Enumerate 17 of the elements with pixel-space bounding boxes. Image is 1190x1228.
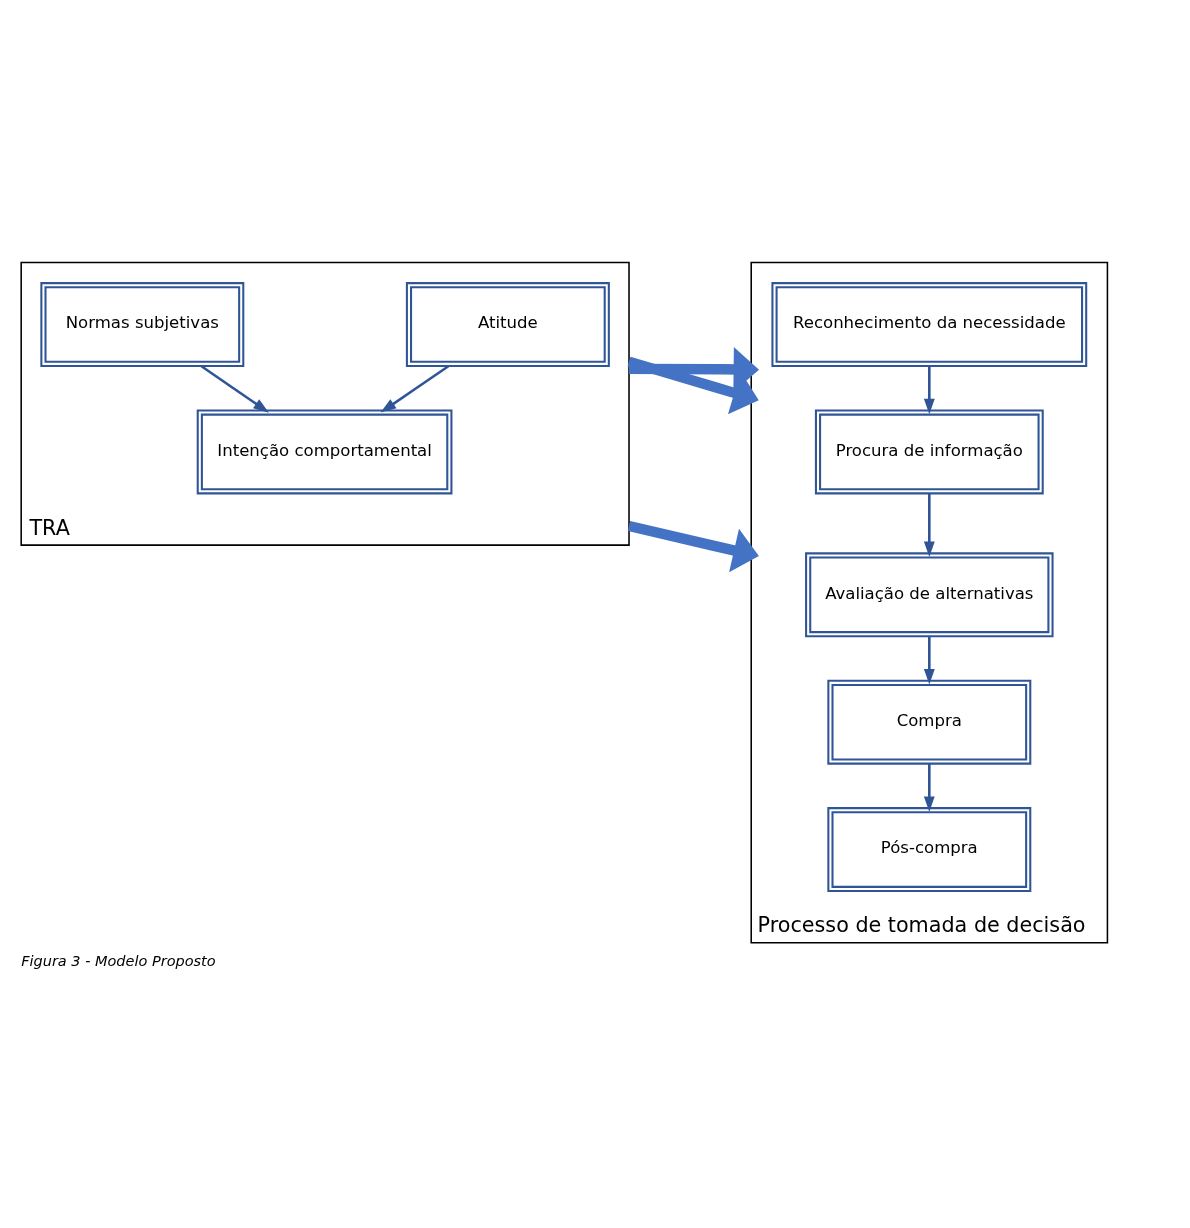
node-box: Atitude <box>405 281 610 367</box>
node-box: Pós-compra <box>827 806 1032 892</box>
arrow <box>923 636 935 685</box>
caption: Figura 3 - Modelo Proposto <box>21 952 216 969</box>
node-box: Reconhecimento da necessidade <box>771 281 1088 367</box>
arrow <box>627 356 759 414</box>
arrow <box>923 365 935 414</box>
arrow <box>923 763 935 812</box>
arrow <box>627 520 759 572</box>
arrow <box>380 364 450 413</box>
arrow <box>200 364 269 413</box>
node-box: Compra <box>827 679 1032 765</box>
arrow <box>923 493 935 557</box>
node-box: Intenção comportamental <box>196 408 453 494</box>
node-box: Avaliação de alternativas <box>805 551 1054 637</box>
node-box: Normas subjetivas <box>40 281 245 367</box>
node-box: Procura de informação <box>814 408 1044 494</box>
